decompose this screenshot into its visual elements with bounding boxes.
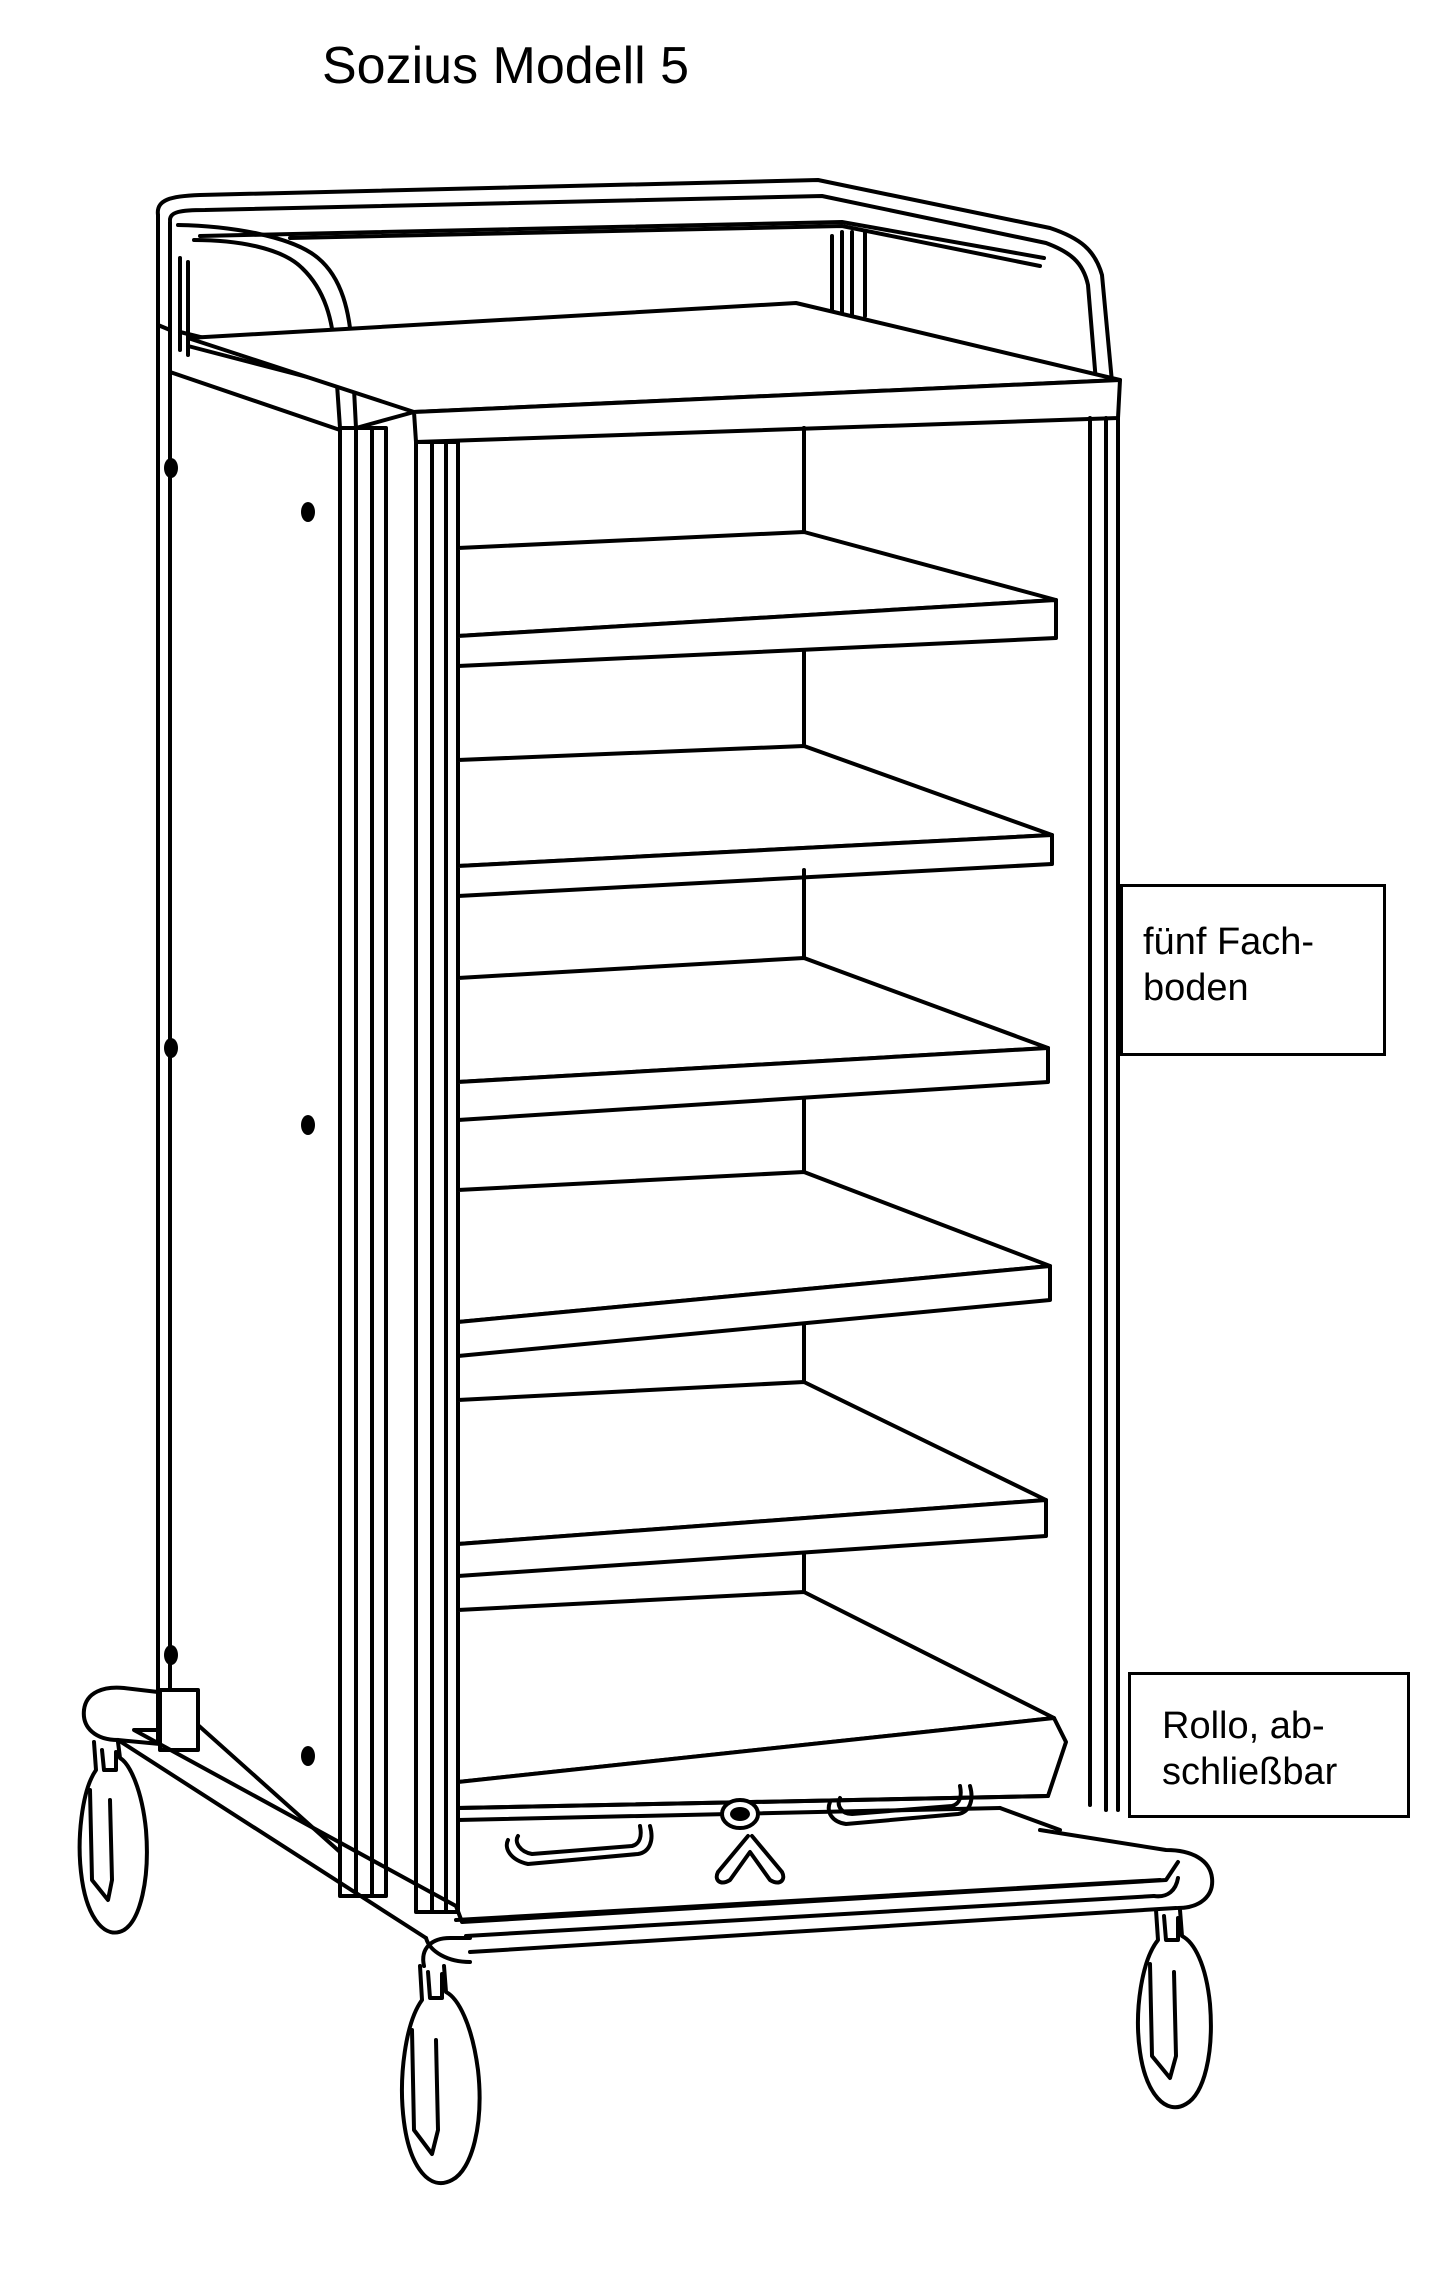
callout-shelves: fünf Fach- boden bbox=[1120, 884, 1386, 1056]
caster-back-left bbox=[77, 1740, 149, 1935]
shutter-handle-left[interactable] bbox=[504, 1824, 654, 1866]
shutter-handle-right[interactable] bbox=[826, 1784, 974, 1826]
shelf-5 bbox=[456, 1334, 1048, 1578]
front-left-uprights bbox=[338, 426, 460, 1914]
caster-front-right bbox=[1136, 1908, 1213, 2110]
panel-rivets bbox=[164, 458, 315, 1766]
page-title: Sozius Modell 5 bbox=[322, 37, 690, 95]
bottom-compartment bbox=[456, 1558, 1068, 1822]
callout-shutter: Rollo, ab- schließbar bbox=[1128, 1672, 1410, 1818]
shelf-1 bbox=[456, 426, 1058, 668]
callout-shelves-line1: fünf Fach- bbox=[1143, 921, 1315, 963]
top-handle-rail bbox=[155, 178, 1114, 430]
callout-shutter-line1: Rollo, ab- bbox=[1162, 1705, 1325, 1747]
shelf-4 bbox=[456, 1102, 1052, 1358]
top-slab bbox=[186, 301, 1122, 444]
caster-front-left bbox=[400, 1964, 482, 2186]
callout-shutter-line2: schließbar bbox=[1162, 1751, 1338, 1793]
shelf-3 bbox=[456, 868, 1050, 1122]
lock-icon[interactable] bbox=[714, 1798, 786, 1885]
base-frame bbox=[81, 1685, 1215, 1968]
left-side-panel bbox=[156, 323, 342, 1854]
callout-shelves-line2: boden bbox=[1143, 967, 1249, 1009]
shelf-2 bbox=[456, 648, 1054, 898]
